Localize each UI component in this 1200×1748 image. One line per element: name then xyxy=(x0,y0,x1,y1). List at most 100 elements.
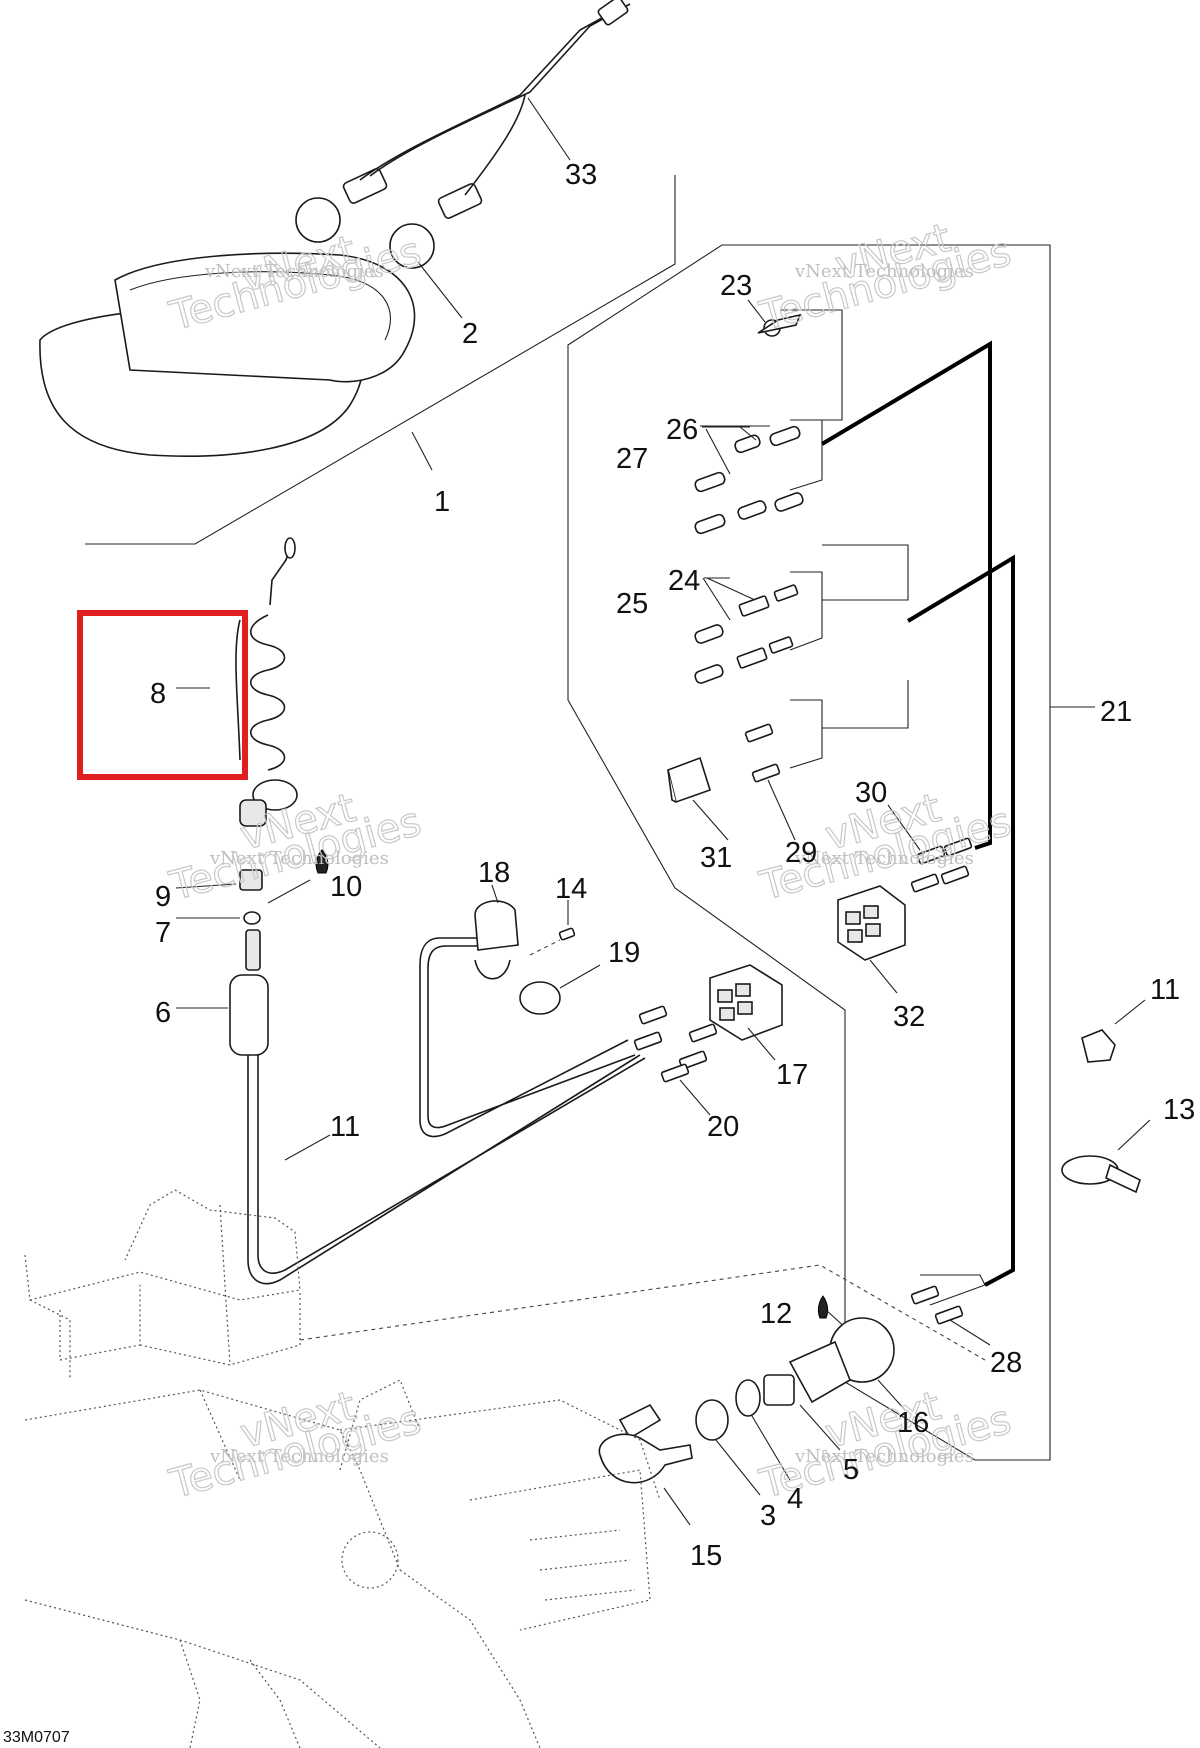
switch-18 xyxy=(474,900,519,951)
callout-9: 9 xyxy=(155,881,171,913)
terminals-24-25 xyxy=(694,577,799,684)
screw-14 xyxy=(558,927,576,941)
coiled-cord xyxy=(249,614,286,771)
tie-wrap-13 xyxy=(1061,1119,1151,1194)
callout-7: 7 xyxy=(155,917,171,949)
leader-29 xyxy=(767,779,796,841)
callout-27: 27 xyxy=(616,443,648,475)
watermark-text: vNext Technologies xyxy=(794,261,974,282)
harness-plug xyxy=(597,0,629,26)
callout-11-left: 11 xyxy=(330,1111,360,1143)
headlamp-reflector xyxy=(129,271,392,341)
callout-28: 28 xyxy=(990,1347,1022,1379)
vehicle-frame xyxy=(24,1189,661,1748)
callout-5: 5 xyxy=(843,1454,859,1486)
callout-15: 15 xyxy=(690,1540,722,1572)
callout-19: 19 xyxy=(608,937,640,969)
leader-27 xyxy=(705,428,731,475)
callout-24: 24 xyxy=(668,565,700,597)
leader-15 xyxy=(663,1487,691,1526)
callout-1: 1 xyxy=(434,486,450,518)
headlamp-group xyxy=(39,0,676,545)
harness-wire-left xyxy=(359,7,621,181)
callout-26: 26 xyxy=(666,414,698,446)
callout-33: 33 xyxy=(565,159,597,191)
leader-5 xyxy=(799,1404,841,1451)
callout-14: 14 xyxy=(555,873,587,905)
leader-26 xyxy=(739,426,757,441)
leader-1 xyxy=(411,431,433,471)
watermark-text: vNext Technologies xyxy=(209,1446,389,1467)
callout-32: 32 xyxy=(893,1001,925,1033)
callout-31: 31 xyxy=(700,842,732,874)
drop-icon-10 xyxy=(315,849,329,874)
callout-18: 18 xyxy=(478,857,510,889)
drop-icon-12 xyxy=(817,1295,829,1319)
switch-shaft xyxy=(763,1374,795,1406)
bezel-3 xyxy=(695,1399,729,1441)
handlebar-switch-group xyxy=(419,884,783,1138)
callout-29: 29 xyxy=(785,837,817,869)
leader-2 xyxy=(417,261,463,319)
bracket-29b xyxy=(822,680,909,729)
connector-17 xyxy=(709,964,783,1061)
switch-stem xyxy=(245,929,261,971)
bracket-26-27 xyxy=(789,419,823,491)
leader-33 xyxy=(527,97,571,161)
switch-wire xyxy=(247,1054,641,1285)
callout-4: 4 xyxy=(787,1483,803,1515)
harness-outline xyxy=(567,244,1051,1461)
wire-b xyxy=(906,554,1015,1287)
leader-4 xyxy=(751,1415,791,1481)
highlight-box xyxy=(77,610,248,780)
nut-9 xyxy=(239,869,263,891)
bracket-29 xyxy=(789,699,823,769)
washer-7 xyxy=(243,911,261,925)
bracket-24-25 xyxy=(789,571,823,651)
callout-6: 6 xyxy=(155,997,171,1029)
leader-9 xyxy=(175,883,237,889)
headlamp-housing xyxy=(114,252,416,383)
callout-30: 30 xyxy=(855,777,887,809)
callout-16: 16 xyxy=(897,1407,929,1439)
terminals-30-32 xyxy=(837,804,973,994)
callout-25: 25 xyxy=(616,588,648,620)
callout-2: 2 xyxy=(462,318,478,350)
callout-23: 23 xyxy=(720,270,752,302)
harness-frame xyxy=(567,244,1095,1461)
leader-32 xyxy=(869,959,898,994)
switch-5 xyxy=(788,1340,851,1404)
connector-left xyxy=(342,168,388,204)
leader-16 xyxy=(877,1379,906,1411)
watermarks: vNext Technologies vNext Technologies vN… xyxy=(164,214,1016,1508)
watermark-text: vNext Technologies xyxy=(794,848,974,869)
ignition-group xyxy=(299,1264,986,1526)
switch-18-wire xyxy=(419,937,629,1138)
callout-10: 10 xyxy=(330,871,362,903)
callout-20: 20 xyxy=(707,1111,739,1143)
tether-cord-group xyxy=(175,537,646,1285)
leader-28 xyxy=(949,1319,991,1346)
clamp-19 xyxy=(519,981,561,1015)
key-tag xyxy=(618,1403,662,1440)
watermark-text: vNext Technologies xyxy=(209,848,389,869)
nut-4 xyxy=(735,1379,761,1417)
bulb-left xyxy=(295,197,341,243)
clip-11 xyxy=(1081,999,1146,1063)
cord-cap xyxy=(239,799,267,827)
leader-31 xyxy=(692,799,729,841)
tether-switch-6 xyxy=(229,974,269,1056)
bracket-28 xyxy=(920,1274,986,1306)
callout-11-right: 11 xyxy=(1150,974,1180,1006)
bracket-mid xyxy=(822,544,909,601)
terminals-29-31 xyxy=(667,723,796,841)
callout-12: 12 xyxy=(760,1298,792,1330)
callout-13: 13 xyxy=(1163,1094,1195,1126)
headlamp-bracket-line xyxy=(85,175,676,545)
callout-3: 3 xyxy=(760,1500,776,1532)
terminals-28 xyxy=(910,1285,991,1346)
callout-8: 8 xyxy=(150,678,166,710)
leader-18 xyxy=(491,884,499,904)
connector-right xyxy=(437,183,483,219)
